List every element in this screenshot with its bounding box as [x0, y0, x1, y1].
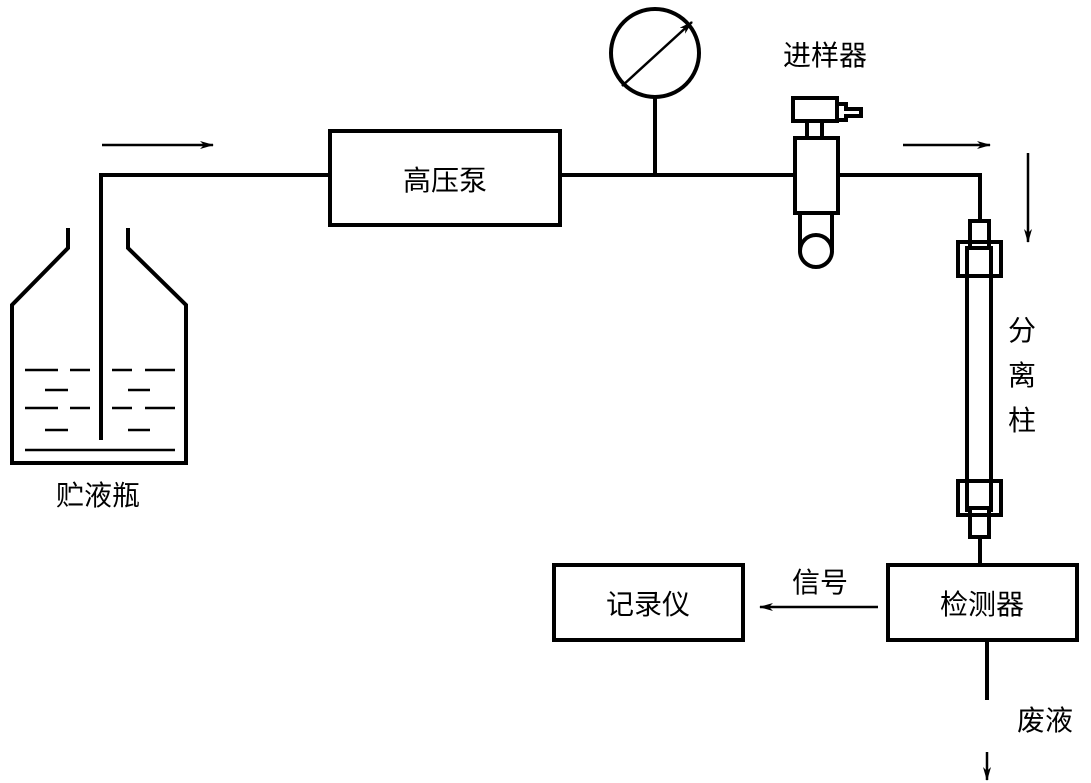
liquid-dashes: [25, 368, 175, 452]
column-label-2: 离: [1008, 359, 1036, 392]
column-label-3: 柱: [1008, 404, 1036, 437]
signal-label: 信号: [792, 566, 848, 599]
injector-label: 进样器: [783, 39, 867, 72]
reservoir-bottle: [10, 228, 188, 465]
detector-box: [886, 563, 1079, 642]
recorder-label: 记录仪: [606, 588, 690, 621]
column-label-1: 分: [1008, 314, 1036, 347]
detector-label: 检测器: [940, 588, 1024, 621]
separation-column: [956, 219, 1003, 539]
pressure-gauge-icon: [609, 7, 701, 99]
waste-label: 废液: [1017, 704, 1073, 737]
pump-label: 高压泵: [403, 164, 487, 197]
column-inlet-tube: [838, 173, 982, 221]
inlet-tube: [99, 173, 330, 440]
injector: [791, 96, 863, 269]
reservoir-label: 贮液瓶: [56, 479, 140, 512]
pump-box: [328, 129, 562, 227]
recorder-box: [552, 563, 745, 642]
